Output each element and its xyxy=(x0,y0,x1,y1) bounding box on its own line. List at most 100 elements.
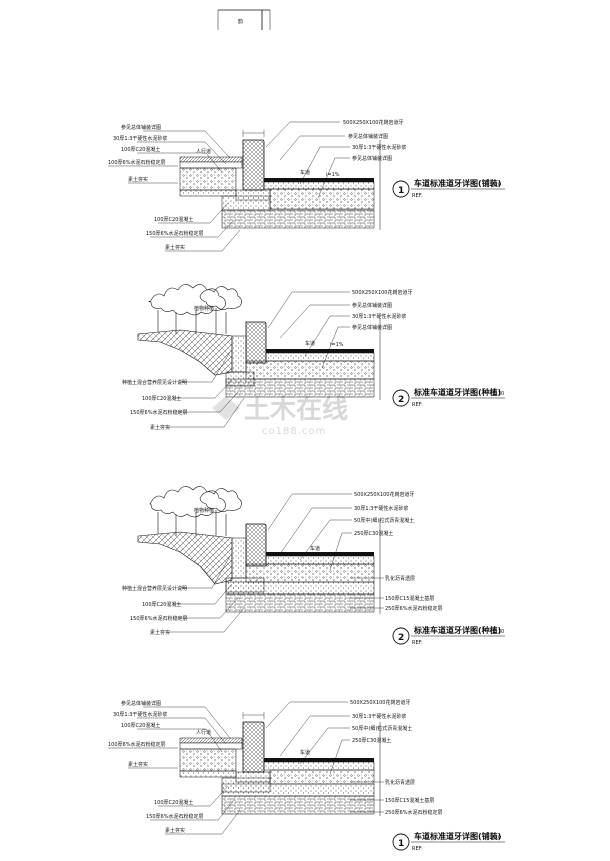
extra-label: 150厚C15混凝土基层 xyxy=(385,595,434,602)
right-callouts: 500X250X100花岗岩道牙 参见总体铺装详图 30厚1:3干硬性水泥砂浆 … xyxy=(267,289,412,369)
extra-label: 250厚6%水泥石粉稳定层 xyxy=(385,605,442,612)
left-label: 素土夯实 xyxy=(128,761,148,768)
right-label: 500X250X100花岗岩道牙 xyxy=(343,119,403,126)
bottom-callouts: 100厚C20混凝土 150厚6%水泥石粉稳定层 素土夯实 xyxy=(146,785,241,835)
left-label: 参见总体铺装详图 xyxy=(121,700,161,707)
left-label: 种植土混合营养层见设计说明 xyxy=(122,379,187,386)
right-callouts: 500X250X100花岗岩道牙 参见总体铺装详图 30厚1:3干硬性水泥砂浆 … xyxy=(265,119,406,199)
road-label: 车道 xyxy=(305,340,315,347)
detail-2: 植物种植 i=1% 车道 种植土混合营养层见设计说明 100厚C20混凝土 15… xyxy=(122,284,505,431)
right-label: 500X250X100花岗岩道牙 xyxy=(354,491,414,498)
road-label: 车道 xyxy=(300,169,310,176)
detail-title-block: 2 标准车道道牙详图(种植) 1:10 REF: xyxy=(392,625,505,646)
right-label: 250厚C30混凝土 xyxy=(352,737,391,744)
left-callouts: 种植土混合营养层见设计说明 100厚C20混凝土 150厚6%水泥石粉稳定层 素… xyxy=(122,351,245,431)
bottom-label: 素土夯实 xyxy=(165,244,185,251)
detail-number: 2 xyxy=(398,395,404,405)
right-callouts: 500X250X100花岗岩道牙 30厚1:3干硬性水泥砂浆 50厚中(细)粒式… xyxy=(265,699,442,816)
right-label: 30厚1:3干硬性水泥砂浆 xyxy=(352,713,406,720)
detail-ref: REF: xyxy=(412,640,423,646)
left-label: 100厚6%水泥石粉稳定层 xyxy=(108,741,165,748)
road-label: 车道 xyxy=(310,545,320,552)
bottom-callouts: 100厚C20混凝土 150厚6%水泥石粉稳定层 素土夯实 xyxy=(146,202,241,252)
detail-scale: 1:10 xyxy=(493,391,504,397)
right-label: 50厚中(细)粒式沥青混凝土 xyxy=(352,725,412,732)
right-label: 500X250X100花岗岩道牙 xyxy=(352,289,412,296)
bottom-label: 150厚6%水泥石粉稳定层 xyxy=(146,813,203,820)
section-drawing: i=1% 车道 人行道 xyxy=(179,130,381,230)
detail-title: 车道标准道牙详图(铺装) xyxy=(414,831,501,841)
detail-ref: REF: xyxy=(412,193,423,199)
right-label: 参见总体铺装详图 xyxy=(352,324,392,331)
left-label: 100厚C20混凝土 xyxy=(142,395,181,402)
extra-label: 乳化沥青透层 xyxy=(385,575,415,582)
header-mark-text: 韵 xyxy=(238,18,243,25)
extra-label: 250厚6%水泥石粉稳定层 xyxy=(385,809,442,816)
left-callouts: 参见总体铺装详图 30厚1:3干硬性水泥砂浆 100厚C20混凝土 100厚6%… xyxy=(108,124,231,184)
right-label: 250厚C30混凝土 xyxy=(354,530,393,537)
bottom-label: 100厚C20混凝土 xyxy=(154,216,193,223)
detail-scale: 1:10 xyxy=(490,835,501,841)
area-label: 人行道 xyxy=(196,729,211,736)
detail-title-block: 2 标准车道道牙详图(种植) 1:10 REF: xyxy=(392,387,505,408)
right-callouts: 500X250X100花岗岩道牙 30厚1:3干硬性水泥砂浆 50厚中(细)粒式… xyxy=(267,491,442,612)
left-label: 种植土混合营养层见设计说明 xyxy=(122,585,187,592)
right-label: 500X250X100花岗岩道牙 xyxy=(350,699,410,706)
bottom-label: 100厚C20混凝土 xyxy=(154,799,193,806)
left-label: 150厚6%水泥石粉稳定层 xyxy=(130,615,187,622)
left-callouts: 参见总体铺装详图 30厚1:3干硬性水泥砂浆 100厚C20混凝土 100厚6%… xyxy=(108,700,231,769)
right-label: 参见总体铺装详图 xyxy=(352,302,392,309)
right-label: 30厚1:3干硬性水泥砂浆 xyxy=(352,144,406,151)
detail-scale: 1:10 xyxy=(490,182,501,188)
detail-title: 标准车道道牙详图(种植) xyxy=(413,625,501,635)
left-label: 素土夯实 xyxy=(150,424,170,431)
left-label: 100厚C20混凝土 xyxy=(121,146,160,153)
left-label: 100厚C20混凝土 xyxy=(142,601,181,608)
detail-title: 车道标准道牙详图(铺装) xyxy=(414,178,501,188)
left-label: 100厚C20混凝土 xyxy=(121,722,160,729)
right-label: 参见总体铺装详图 xyxy=(352,155,392,162)
extra-label: 乳化沥青透层 xyxy=(385,779,415,786)
left-label: 参见总体铺装详图 xyxy=(121,124,161,131)
detail-number: 1 xyxy=(398,186,404,196)
left-callouts: 种植土混合营养层见设计说明 100厚C20混凝土 150厚6%水泥石粉稳定层 素… xyxy=(122,555,245,636)
right-label: 30厚1:3干硬性水泥砂浆 xyxy=(354,505,408,512)
area-label: 人行道 xyxy=(196,148,211,155)
detail-4: 人行道 车道 参见总体铺装详图 30厚1:3干硬性水泥砂浆 100厚C20混凝土… xyxy=(108,699,505,852)
header-mark: 韵 xyxy=(217,9,271,30)
right-label: 参见总体铺装详图 xyxy=(348,133,388,140)
detail-ref: REF: xyxy=(412,846,423,852)
left-label: 素土夯实 xyxy=(150,629,170,636)
section-drawing: 植物种植 i=1% 车道 xyxy=(137,284,381,400)
road-label: 车道 xyxy=(300,749,310,756)
section-drawing: 植物种植 车道 xyxy=(137,486,381,614)
detail-1: i=1% 车道 人行道 参见总体铺装详图 30厚1:3干硬性水泥砂浆 100厚C… xyxy=(108,119,505,252)
left-label: 30厚1:3干硬性水泥砂浆 xyxy=(113,711,167,718)
detail-number: 1 xyxy=(398,839,404,849)
watermark-name: 土木在线 xyxy=(244,395,348,425)
detail-title-block: 1 车道标准道牙详图(铺装) 1:10 REF: xyxy=(392,831,505,852)
left-label: 100厚6%水泥石粉稳定层 xyxy=(108,159,165,166)
left-label: 30厚1:3干硬性水泥砂浆 xyxy=(113,135,167,142)
slope-label: i=1% xyxy=(330,342,344,348)
detail-3: 植物种植 车道 种植土混合营养层见设计说明 100厚C20混凝土 150厚6%水… xyxy=(122,486,505,646)
right-label: 30厚1:3干硬性水泥砂浆 xyxy=(352,313,406,320)
slope-label: i=1% xyxy=(326,172,340,178)
detail-number: 2 xyxy=(398,633,404,643)
extra-label: 150厚C15混凝土基层 xyxy=(385,797,434,804)
bottom-label: 素土夯实 xyxy=(165,827,185,834)
section-drawing: 人行道 车道 xyxy=(179,712,381,816)
area-label: 植物种植 xyxy=(194,305,214,312)
detail-title: 标准车道道牙详图(种植) xyxy=(413,387,501,397)
bottom-label: 150厚6%水泥石粉稳定层 xyxy=(146,230,203,237)
watermark-domain: co188.com xyxy=(262,426,326,437)
right-label: 50厚中(细)粒式沥青混凝土 xyxy=(354,517,414,524)
left-label: 素土夯实 xyxy=(128,176,148,183)
detail-ref: REF: xyxy=(412,402,423,408)
watermark: 土木在线 co188.com xyxy=(212,395,348,437)
area-label: 植物种植 xyxy=(194,507,214,514)
detail-title-block: 1 车道标准道牙详图(铺装) 1:10 REF: xyxy=(392,178,505,199)
left-label: 150厚6%水泥石粉稳定层 xyxy=(130,409,187,416)
detail-scale: 1:10 xyxy=(493,629,504,635)
